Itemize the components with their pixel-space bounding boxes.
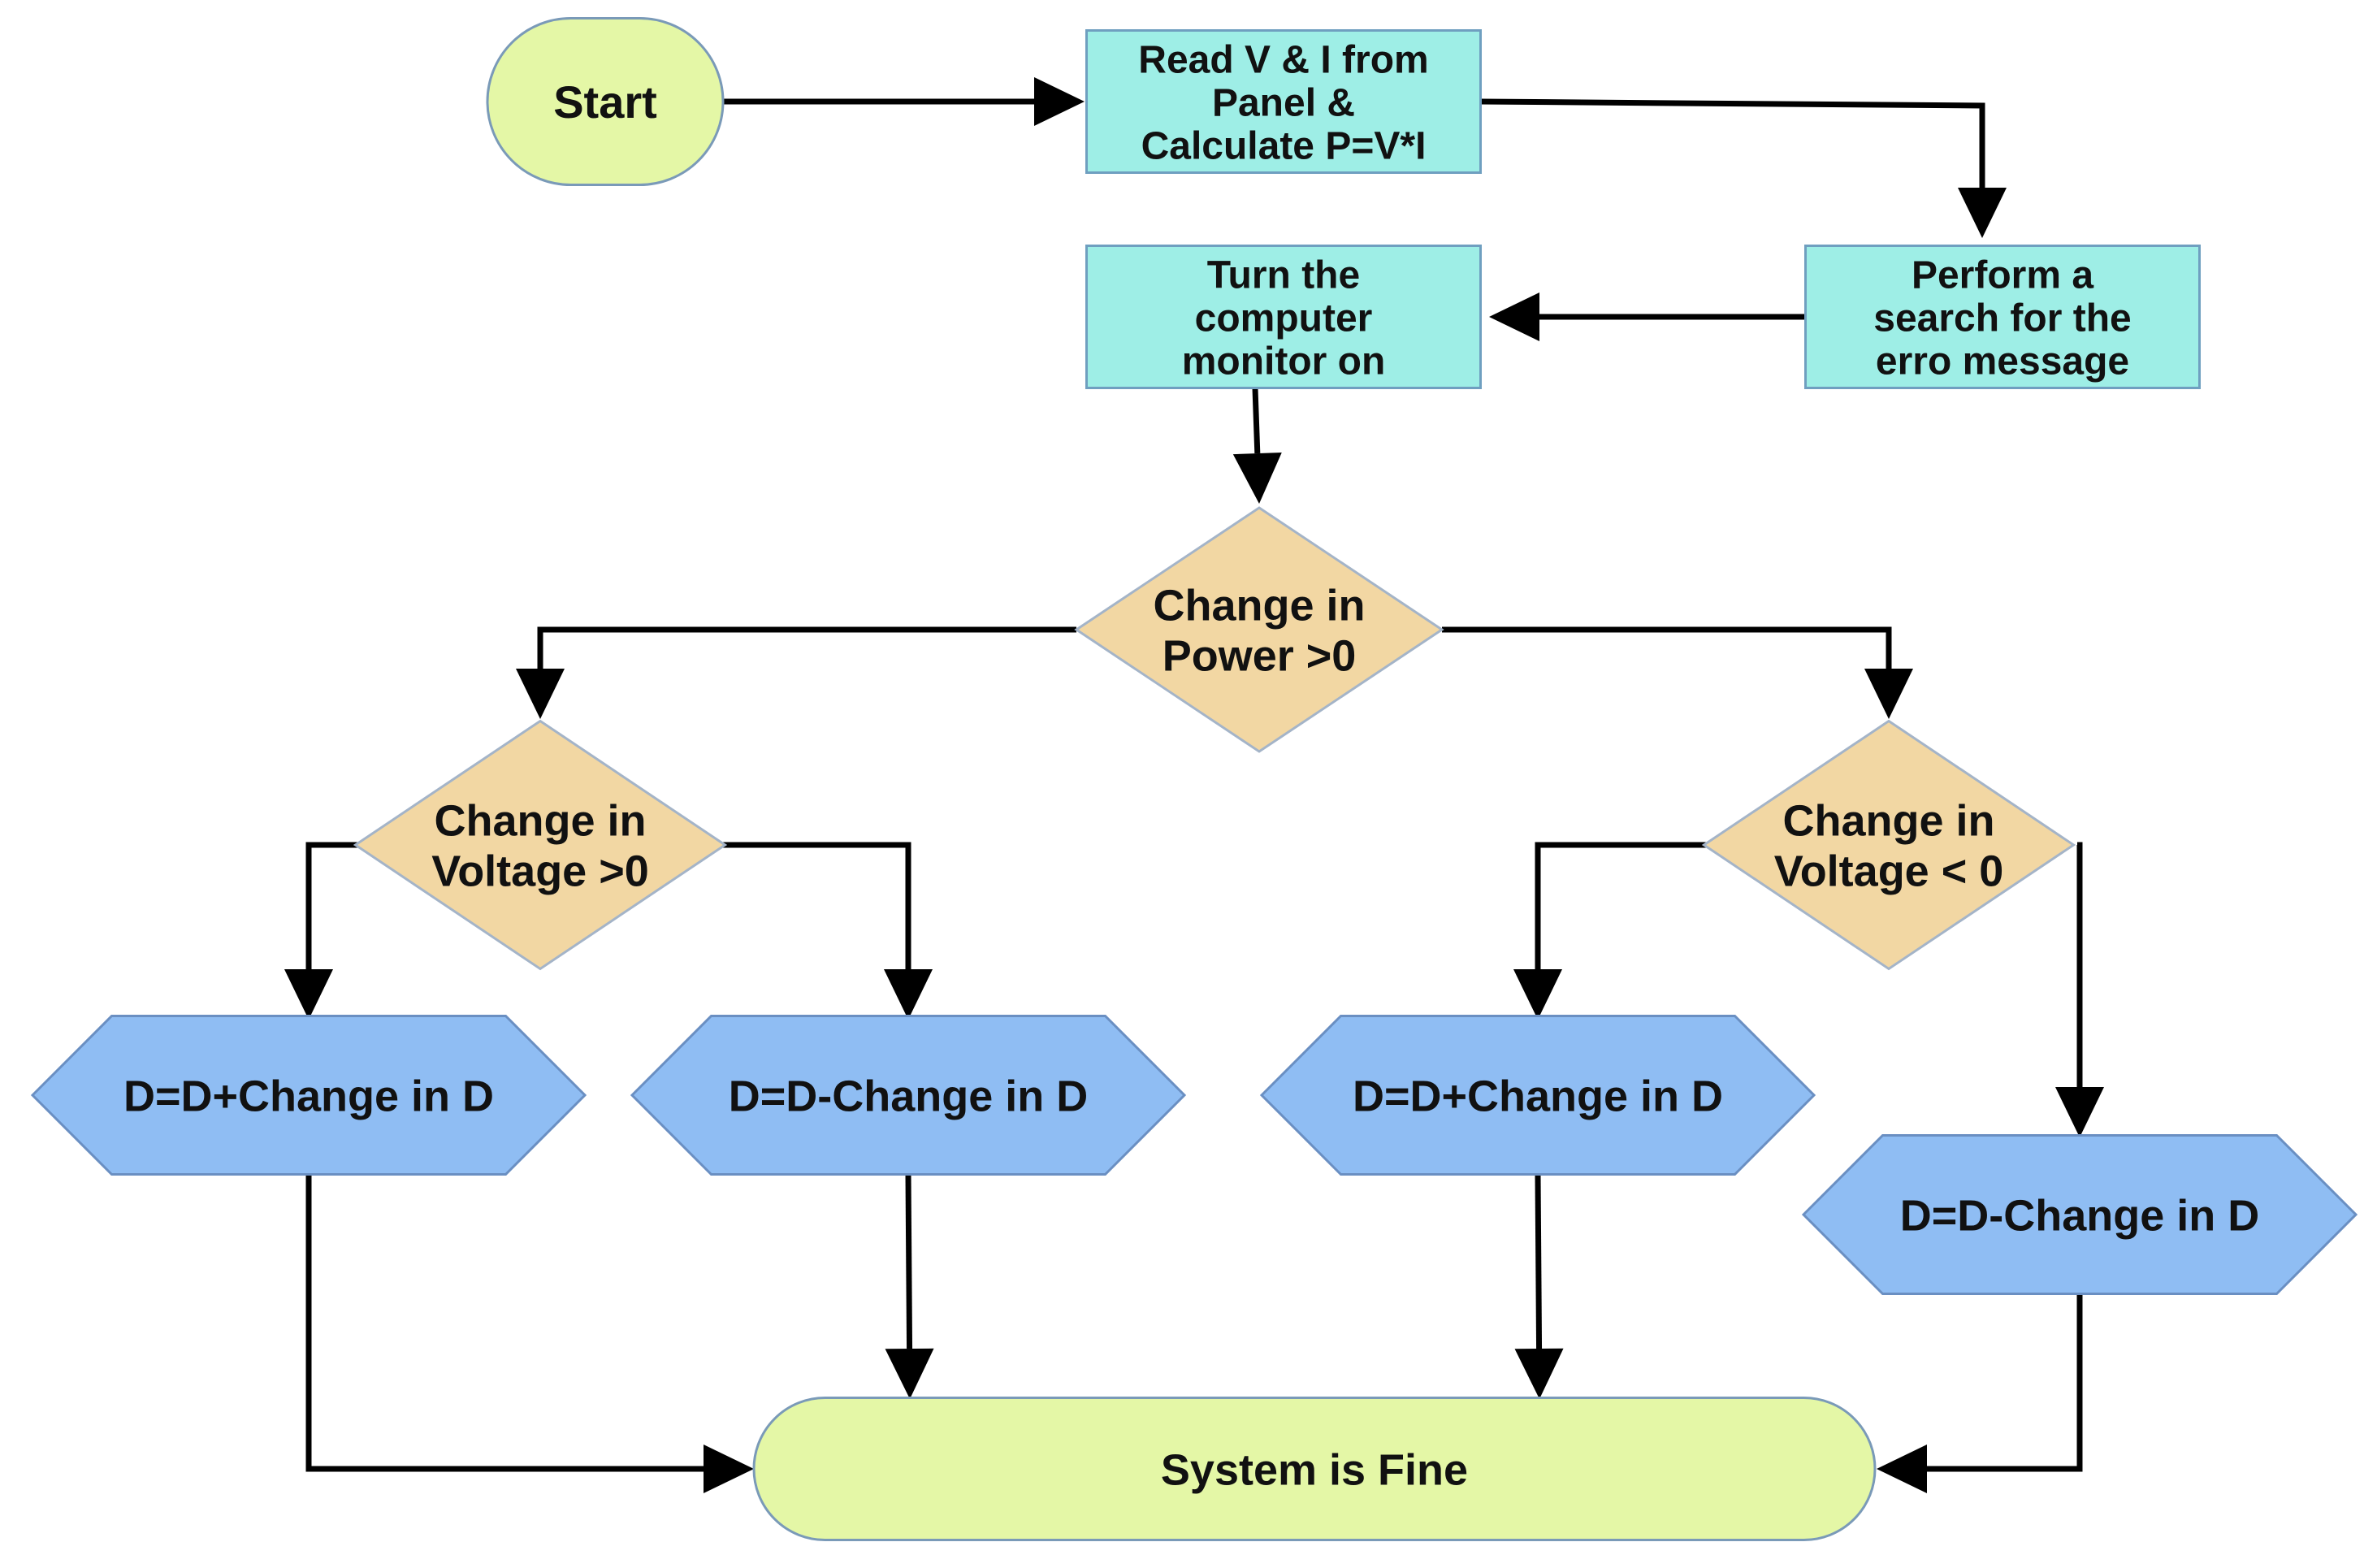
process-shape [1085, 29, 1482, 174]
node-label: search for the [1873, 297, 2131, 340]
node-label: Change in [1782, 796, 1994, 845]
node-label: Perform a [1912, 253, 2093, 297]
arrow-head [1489, 292, 1539, 341]
node-start: Start [486, 17, 725, 186]
edge-read-to-search [1479, 98, 2007, 238]
decision-shape [353, 719, 728, 971]
edge-voltage_pos-to-inc_left [284, 842, 357, 1020]
connector-line [1927, 1293, 2083, 1472]
node-fine: System is Fine [752, 1397, 1877, 1541]
node-label: D=D-Change in D [1900, 1191, 2260, 1240]
edge-monitor-to-power [1232, 388, 1282, 504]
edge-power-to-voltage_neg [1442, 626, 1913, 719]
process-shape [1085, 245, 1482, 389]
node-inc-left: D=D+Change in D [30, 1015, 587, 1176]
decision-shape [1701, 719, 2076, 971]
edge-inc_left-to-fine [305, 1174, 754, 1493]
connector-line [537, 626, 1076, 669]
arrow-head [516, 669, 565, 719]
edge-voltage_neg-to-inc_right [1513, 842, 1706, 1020]
node-dec-left: D=D-Change in D [630, 1015, 1187, 1176]
connector-line [1479, 98, 1985, 188]
node-label: D=D+Change in D [123, 1072, 494, 1120]
arrow-head [884, 969, 933, 1020]
node-label: System is Fine [1161, 1445, 1468, 1494]
edge-inc_right-to-fine [1514, 1173, 1564, 1399]
decision-shape [1074, 506, 1444, 753]
arrow-head [2055, 1087, 2104, 1137]
update-shape [1801, 1134, 2358, 1295]
edge-dec_left-to-fine [885, 1173, 934, 1399]
node-label: Panel & [1212, 81, 1355, 124]
arrow-head [1232, 452, 1282, 504]
update-shape [630, 1015, 1187, 1176]
edge-voltage_pos-to-dec_left [723, 842, 933, 1020]
edge-start-to-read [721, 77, 1085, 126]
edges-layer [284, 77, 2104, 1493]
arrow-head [704, 1445, 754, 1493]
node-inc-right: D=D+Change in D [1259, 1015, 1816, 1176]
node-label: Change in [1153, 581, 1365, 630]
arrow-head [885, 1348, 934, 1399]
connector-line [1535, 1173, 1543, 1349]
node-label: Voltage >0 [431, 847, 649, 895]
arrow-head [1513, 969, 1562, 1020]
node-label: monitor on [1182, 340, 1386, 383]
arrow-head [1864, 669, 1913, 719]
process-shape [1804, 245, 2201, 389]
edge-dec_right-to-fine [1877, 1293, 2083, 1493]
connector-line [723, 842, 911, 969]
terminal-shape [486, 17, 725, 186]
connector-line [2076, 842, 2083, 1087]
update-shape [1259, 1015, 1816, 1176]
node-label: Voltage < 0 [1774, 847, 2004, 895]
connector-line [305, 1174, 704, 1472]
edge-voltage_neg-to-dec_right [2055, 842, 2104, 1137]
connector-line [905, 1173, 913, 1349]
arrow-head [1034, 77, 1085, 126]
node-label: D=D-Change in D [729, 1072, 1089, 1120]
node-label: D=D+Change in D [1353, 1072, 1723, 1120]
node-label: Calculate P=V*I [1141, 124, 1427, 167]
node-label: Turn the [1207, 253, 1360, 297]
connector-line [1252, 388, 1261, 454]
node-label: Read V & I from [1138, 38, 1428, 81]
node-label: erro message [1876, 340, 2129, 383]
edge-search-to-monitor [1489, 292, 1805, 341]
node-label: computer [1195, 297, 1373, 340]
connector-line [1535, 842, 1706, 969]
edge-power-to-voltage_pos [516, 626, 1076, 719]
connector-line [305, 842, 357, 969]
arrow-head [1958, 188, 2007, 238]
arrow-head [1514, 1348, 1564, 1399]
arrow-head [284, 969, 333, 1020]
update-shape [30, 1015, 587, 1176]
node-dec-right: D=D-Change in D [1801, 1134, 2358, 1295]
connector-line [1442, 626, 1892, 669]
node-label: Start [553, 76, 657, 128]
node-label: Power >0 [1163, 631, 1357, 680]
node-label: Change in [434, 796, 646, 845]
arrow-head [1877, 1445, 1927, 1493]
terminal-shape [752, 1397, 1877, 1541]
